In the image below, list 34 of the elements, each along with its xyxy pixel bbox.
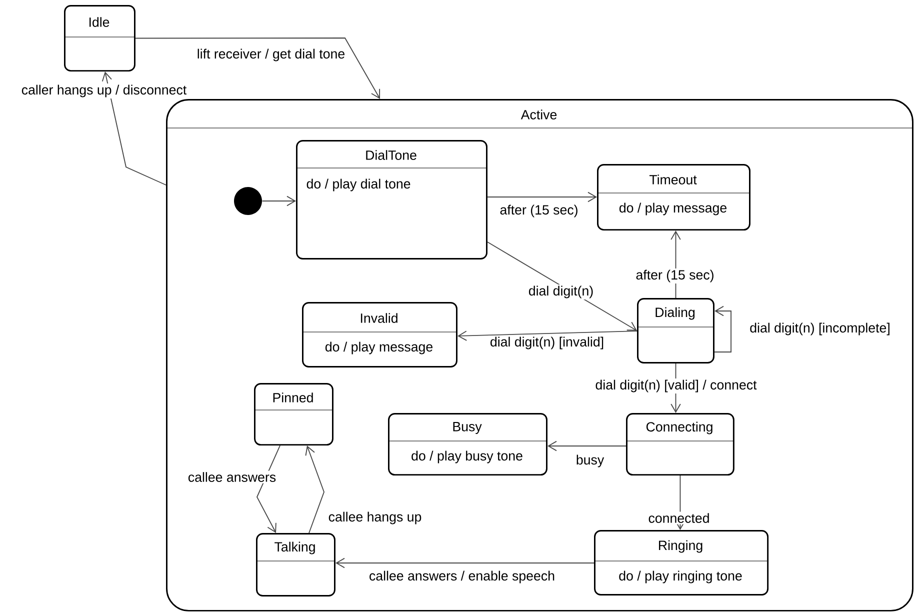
state-box: Ringing do / play ringing tone [594,530,769,596]
edge-label: busy [574,453,606,469]
edge-label: lift receiver / get dial tone [196,47,346,63]
state-box: Dialing [636,298,714,364]
edge-label: dial digit(n) [valid] / connect [594,378,758,394]
edge-label: dial digit(n) [incomplete] [748,321,892,337]
edge-label: after (15 sec) [498,203,580,219]
edge-label: dial digit(n) [527,284,595,300]
edge-label: after (15 sec) [634,268,716,284]
edge-label: caller hangs up / disconnect [20,83,188,99]
state-box: Talking [256,533,336,596]
arrow [262,196,296,206]
state-box: Invalid do / play message [302,302,458,368]
initial-state-dot [234,187,262,215]
arrow [547,440,626,452]
arrow [487,192,598,202]
state-box: Pinned [254,383,334,446]
edge-label: callee answers [186,470,278,484]
edge-label: connected [646,512,712,524]
state-box: Timeout do / play message [596,164,750,231]
state-box: Idle [64,5,136,72]
state-box: DialTone do / play dial tone [296,140,488,260]
edge-label: callee answers / enable speech [368,569,556,585]
arrow [714,306,732,352]
arrow [135,38,380,99]
arrow [102,72,166,186]
arrow [256,445,280,533]
arrow [305,446,324,534]
arrow [457,330,638,341]
state-box: Busy do / play busy tone [388,413,548,476]
state-box: Connecting [626,413,734,476]
edge-label: dial digit(n) [invalid] [488,335,606,351]
edge-label: callee hangs up [326,510,424,526]
arrow [335,558,594,568]
